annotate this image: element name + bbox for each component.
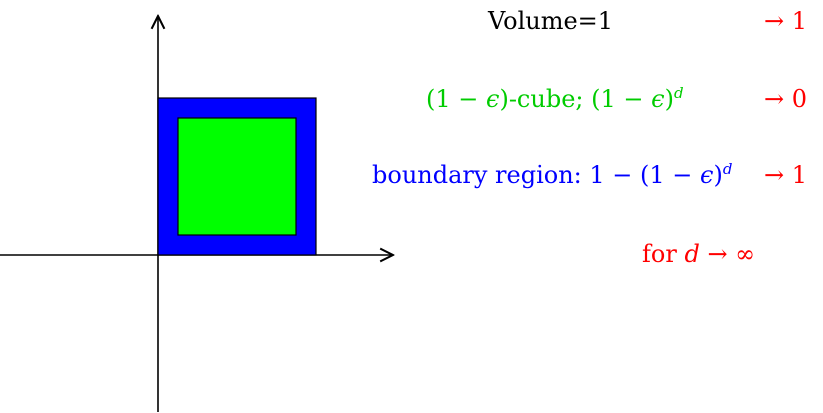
for-text: for (642, 240, 685, 268)
cube-epsilon: ϵ (486, 85, 500, 113)
cube-exponent: d (673, 84, 684, 102)
boundary-prefix: boundary region: 1 − (1 − (372, 161, 701, 189)
cube-limit: → 0 (764, 85, 808, 113)
for-arrow: → ∞ (699, 240, 756, 268)
cube-close: ) (664, 85, 674, 113)
boundary-exponent: d (722, 160, 733, 178)
cube-open: (1 − (426, 85, 486, 113)
boundary-epsilon: ϵ (700, 161, 714, 189)
for-d: d (684, 240, 700, 268)
boundary-close: ) (713, 161, 723, 189)
volume-limit: → 1 (764, 7, 808, 35)
cube-label: (1 − ϵ)-cube; (1 − ϵ)d (426, 85, 684, 113)
cube-mid: )-cube; (1 − (499, 85, 652, 113)
limit-condition: for d → ∞ (642, 240, 755, 268)
inner-cube-square (177, 117, 297, 236)
volume-label: Volume=1 (488, 7, 614, 35)
cube-epsilon-2: ϵ (651, 85, 665, 113)
boundary-label: boundary region: 1 − (1 − ϵ)d (372, 161, 732, 189)
boundary-limit: → 1 (764, 161, 808, 189)
